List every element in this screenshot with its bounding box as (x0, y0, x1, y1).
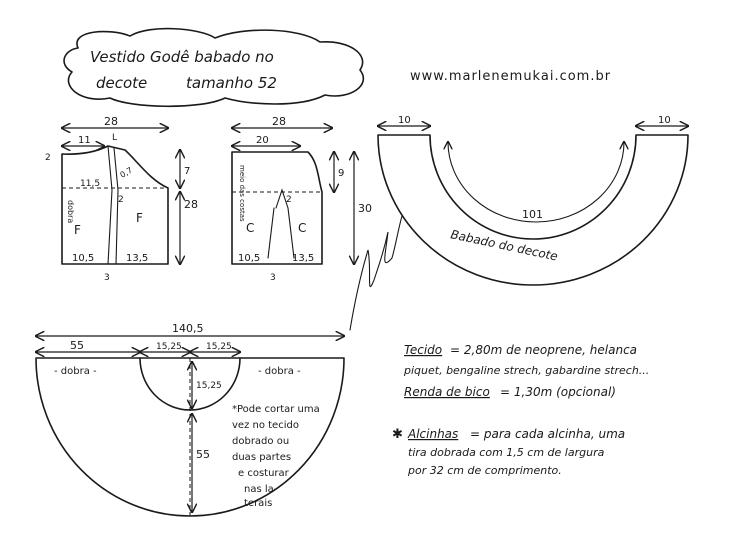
back-side-label: meio das costas (238, 165, 246, 222)
skirt-note-1: *Pode cortar uma (232, 404, 320, 415)
ruffle-right-width: 10 (658, 115, 671, 126)
front-armhole-label: 7 (184, 166, 190, 177)
back-dart-width: 2 (286, 195, 292, 205)
fabric-label: Tecido (404, 343, 442, 357)
skirt-total-width: 140,5 (172, 322, 204, 335)
asterisk-icon: ✱ (392, 427, 403, 442)
ruffle-left-width: 10 (398, 115, 411, 126)
front-dart-width: 2 (118, 195, 124, 205)
skirt-note-5: e costurar (238, 468, 290, 479)
front-neck-label: 11 (78, 135, 91, 146)
front-center-mark: L (112, 133, 117, 143)
front-dart-depth: 0,7 (119, 166, 135, 180)
skirt-center-left: 15,25 (156, 342, 182, 352)
back-label-left: C (246, 221, 254, 235)
lace-text: = 1,30m (opcional) (500, 385, 616, 399)
skirt-length: 55 (196, 448, 210, 461)
fabric-text-2: piquet, bengaline strech, gabardine stre… (403, 364, 649, 377)
back-label-right: C (298, 221, 306, 235)
front-bottom-right: 13,5 (126, 253, 148, 264)
skirt-note-7: terais (244, 498, 272, 509)
back-height-label: 30 (358, 202, 372, 215)
straps-text-2: tira dobrada com 1,5 cm de largura (408, 446, 605, 459)
front-bottom-left: 10,5 (72, 253, 94, 264)
back-width-label: 28 (272, 115, 286, 128)
back-upper-width: 20 (256, 135, 269, 146)
back-piece: 28 20 9 30 meio das costas C C 2 10,5 13… (232, 115, 372, 283)
website-text: www.marlenemukai.com.br (410, 69, 611, 84)
skirt-note-2: vez no tecido (232, 420, 299, 431)
front-label-left: F (74, 223, 81, 237)
back-bottom-right: 13,5 (292, 253, 314, 264)
skirt-left-segment: 55 (70, 339, 84, 352)
skirt-radius-small: 15,25 (196, 381, 222, 391)
back-bottom-left: 10,5 (238, 253, 260, 264)
skirt-fold-left: - dobra - (54, 366, 97, 377)
front-fold-label: dobra (66, 200, 75, 223)
straps-text-3: por 32 cm de comprimento. (407, 464, 562, 477)
front-piece: 28 11 2 L 0,7 7 28 11,5 dobra F F 2 10,5… (45, 115, 198, 283)
front-width-label: 28 (104, 115, 118, 128)
ruffle-length-label: 101 (522, 208, 543, 221)
back-armhole-label: 9 (338, 168, 344, 179)
front-shoulder-drop: 2 (45, 153, 51, 163)
front-label-right: F (136, 211, 143, 225)
front-bottom-mark: 3 (104, 273, 110, 283)
front-mid-width: 11,5 (80, 179, 100, 189)
back-bottom-mark: 3 (270, 273, 276, 283)
title-line1: Vestido Godê babado no (90, 48, 274, 66)
straps-text: = para cada alcinha, uma (470, 427, 625, 441)
skirt-fold-right: - dobra - (258, 366, 301, 377)
skirt-note-4: duas partes (232, 452, 291, 463)
fabric-text: = 2,80m de neoprene, helanca (450, 343, 637, 357)
front-height-label: 28 (184, 198, 198, 211)
ruffle-label: Babado do decote (449, 227, 559, 263)
skirt-piece: 140,5 55 15,25 15,25 15,25 55 - dobra - … (36, 322, 344, 517)
skirt-center-right: 15,25 (206, 342, 232, 352)
ruffle-piece: 10 10 101 Babado do decote (378, 115, 688, 286)
signature-scribble (349, 215, 403, 331)
straps-label: Alcinhas (407, 427, 458, 441)
title-line2: decote (96, 74, 147, 92)
skirt-note-6: nas la- (244, 484, 278, 495)
skirt-note-3: dobrado ou (232, 436, 289, 447)
lace-label: Renda de bico (404, 385, 490, 399)
materials-notes: Tecido = 2,80m de neoprene, helanca piqu… (392, 343, 649, 477)
title-size: tamanho 52 (186, 74, 277, 92)
title-cloud: Vestido Godê babado no decote tamanho 52 (63, 27, 365, 108)
